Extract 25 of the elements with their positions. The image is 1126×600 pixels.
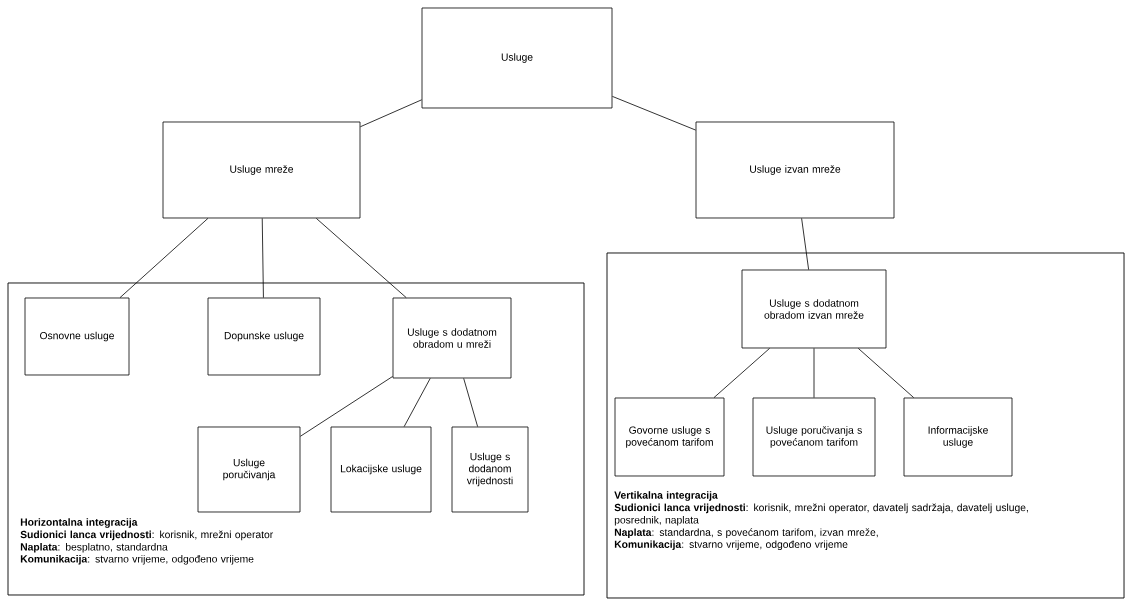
connector-line (713, 348, 770, 398)
connector-line (813, 348, 815, 398)
service-box: Usluge s dodanom vrijednosti (451, 426, 529, 513)
service-box: Usluge (421, 7, 613, 109)
service-box: Govorne usluge s povećanom tarifom (614, 397, 725, 477)
connector-line (612, 96, 696, 131)
connector-line (857, 348, 915, 398)
connector-line (403, 378, 431, 427)
service-box: Lokacijske usluge (330, 426, 432, 513)
connector-line (360, 99, 422, 128)
service-box: Dopunske usluge (207, 297, 321, 376)
service-box: Usluge s dodatnom obradom izvan mreže (741, 269, 887, 349)
connector-line (300, 376, 393, 437)
connector-line (261, 218, 264, 298)
service-box: Usluge poručivanja (197, 426, 301, 513)
service-box: Usluge poručivanja s povećanom tarifom (752, 397, 876, 477)
service-box: Informacijske usluge (903, 397, 1013, 477)
service-box: Usluge izvan mreže (695, 121, 895, 219)
connector-line (801, 218, 810, 270)
service-box: Osnovne usluge (24, 297, 130, 376)
connector-line (463, 378, 478, 427)
connector-line (119, 218, 209, 298)
service-box: Usluge s dodatnom obradom u mreži (392, 297, 512, 379)
service-box: Usluge mreže (162, 121, 361, 219)
connector-line (315, 218, 407, 298)
